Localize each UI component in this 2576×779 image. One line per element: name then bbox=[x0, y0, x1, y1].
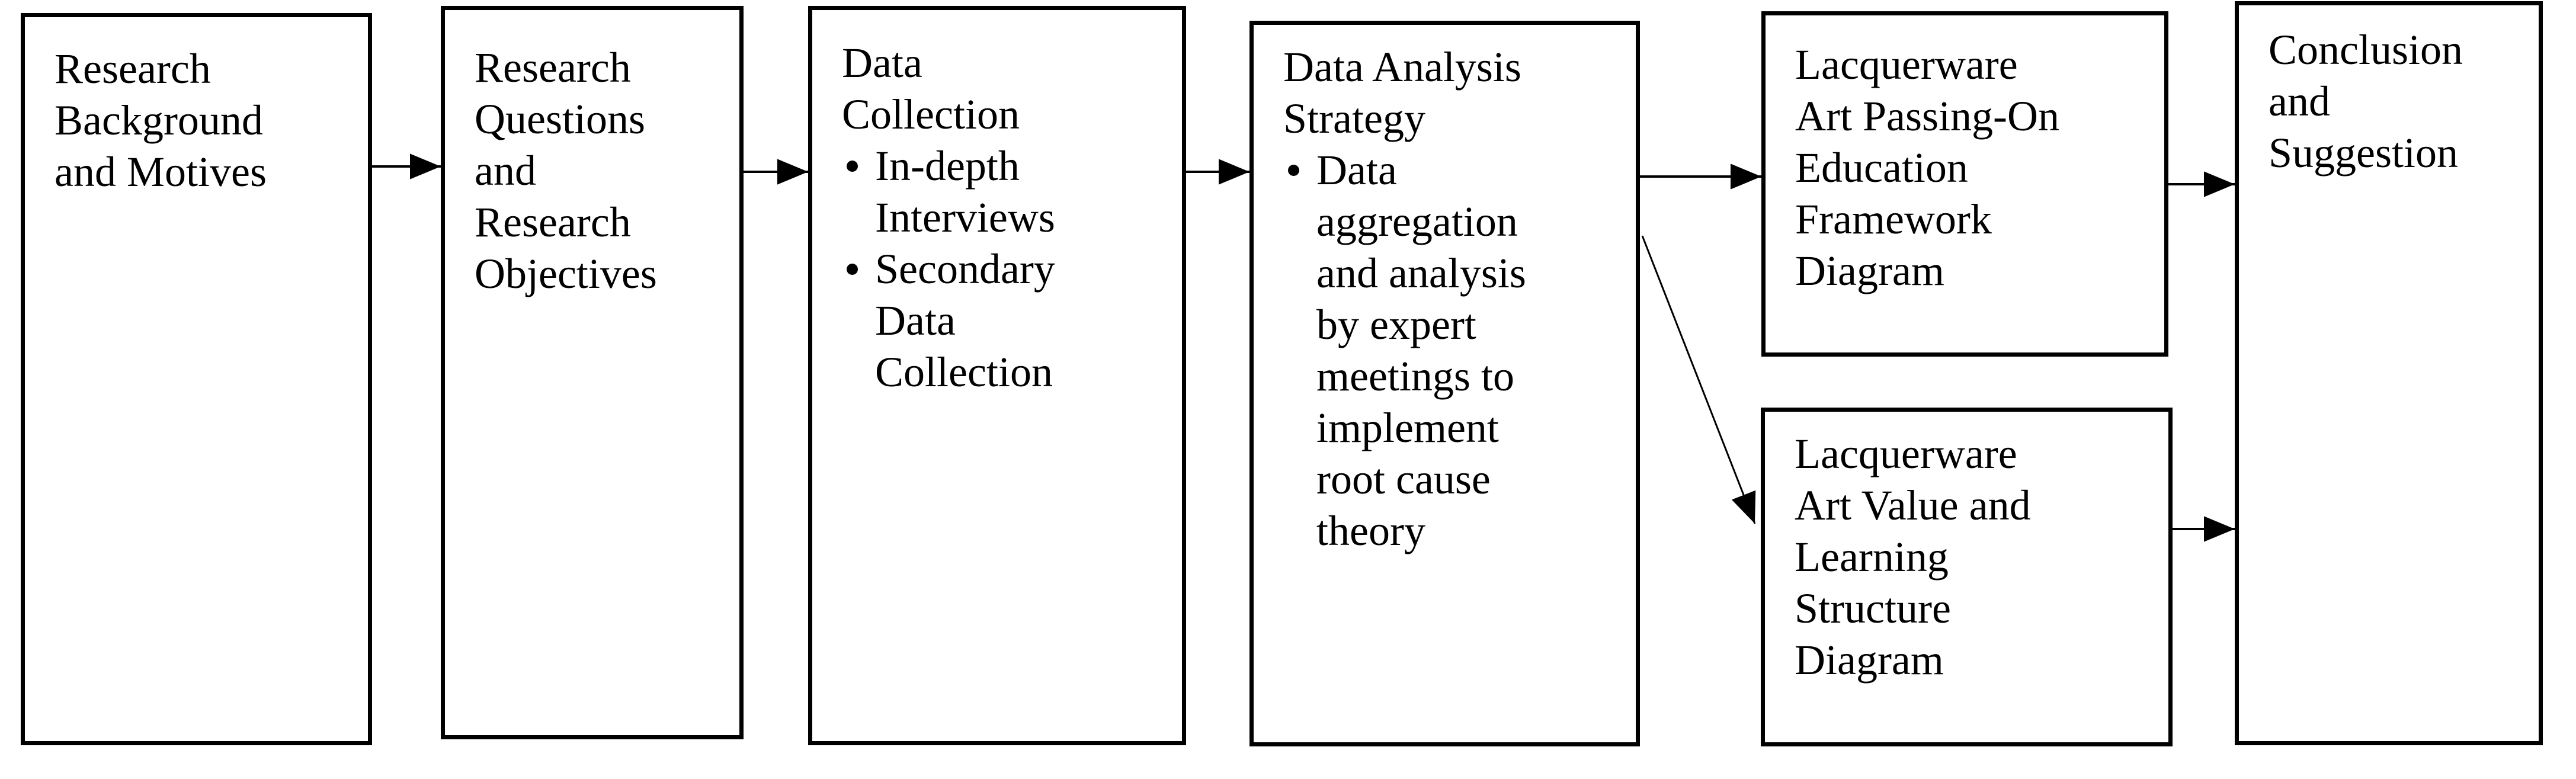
bullet-icon bbox=[847, 264, 858, 275]
flow-box-research-background: Research Background and Motives bbox=[21, 13, 372, 745]
bullet-item-in-depth-interviews: In-depth Interviews bbox=[842, 140, 1168, 243]
bullet-text: Secondary Data Collection bbox=[875, 245, 1055, 396]
flow-box-data-analysis-strategy: Data Analysis Strategy Data aggregation … bbox=[1249, 21, 1640, 746]
bullet-item-secondary-data: Secondary Data Collection bbox=[842, 243, 1168, 398]
box-data-collection-title: Data Collection bbox=[842, 39, 1020, 138]
box-conclusion-text: Conclusion and Suggestion bbox=[2269, 26, 2463, 177]
flow-box-research-questions: Research Questions and Research Objectiv… bbox=[441, 6, 744, 739]
bullet-icon bbox=[1288, 165, 1299, 176]
flow-box-passing-on-framework: Lacquerware Art Passing-On Education Fra… bbox=[1761, 11, 2168, 357]
flow-box-value-learning-structure: Lacquerware Art Value and Learning Struc… bbox=[1761, 408, 2173, 746]
box-research-questions-text: Research Questions and Research Objectiv… bbox=[475, 44, 657, 297]
box-passing-on-framework-text: Lacquerware Art Passing-On Education Fra… bbox=[1795, 41, 2059, 294]
box-research-background-text: Research Background and Motives bbox=[55, 45, 267, 195]
bullet-item-data-aggregation: Data aggregation and analysis by expert … bbox=[1283, 145, 1622, 557]
bullet-icon bbox=[847, 161, 858, 172]
box-value-learning-structure-text: Lacquerware Art Value and Learning Struc… bbox=[1795, 430, 2031, 684]
flow-box-conclusion: Conclusion and Suggestion bbox=[2235, 1, 2543, 745]
flow-box-data-collection: Data Collection In-depth Interviews Seco… bbox=[808, 6, 1186, 745]
bullet-text: In-depth Interviews bbox=[875, 142, 1055, 241]
box-data-analysis-title: Data Analysis Strategy bbox=[1283, 43, 1521, 142]
bullet-text: Data aggregation and analysis by expert … bbox=[1316, 146, 1526, 554]
arrow-analysis-to-value-structure bbox=[1641, 235, 1756, 524]
